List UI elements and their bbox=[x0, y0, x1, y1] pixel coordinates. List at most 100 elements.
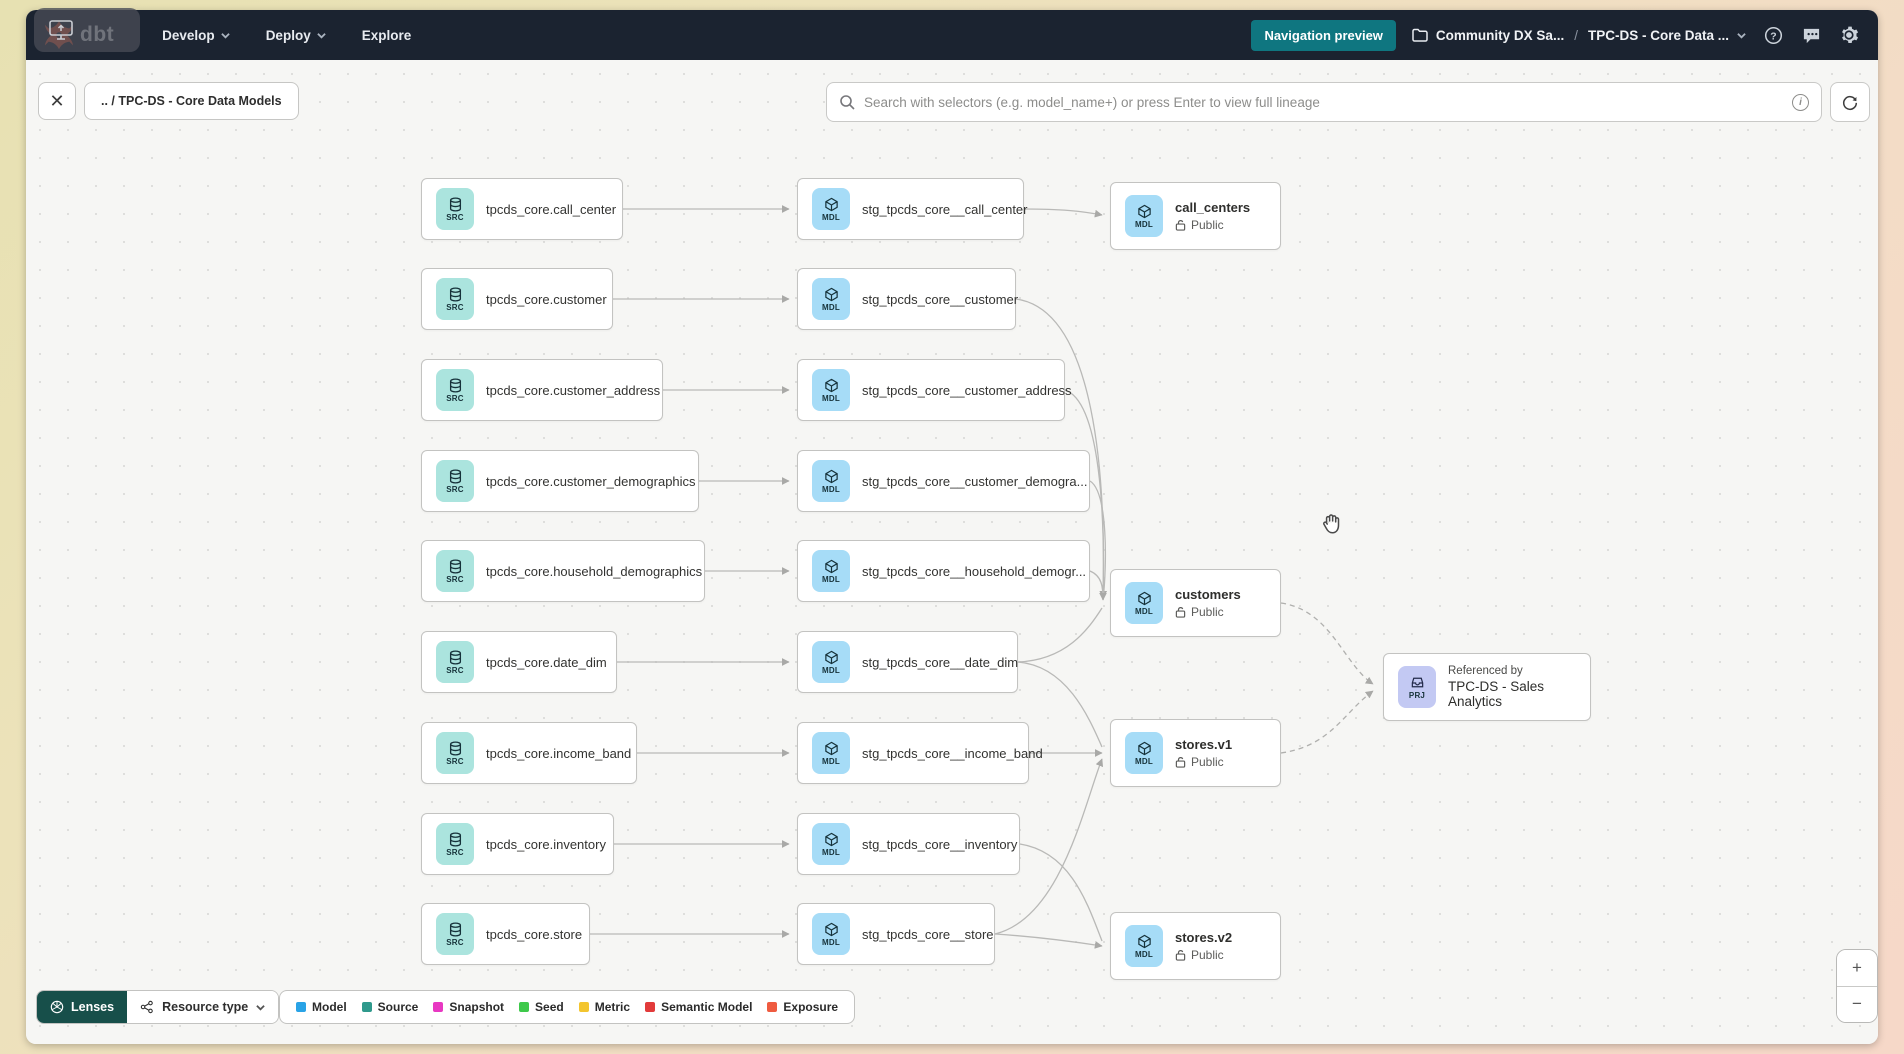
divider bbox=[1837, 985, 1877, 987]
lineage-search[interactable]: i bbox=[826, 82, 1822, 122]
node-label: tpcds_core.call_center bbox=[486, 201, 617, 217]
app-window: dbt Develop Deploy Explore Navigation pr… bbox=[26, 10, 1878, 1044]
nav-explore[interactable]: Explore bbox=[361, 27, 412, 43]
zoom-out-button[interactable]: − bbox=[1837, 986, 1877, 1022]
model-node-stg-customer-demographics[interactable]: MDL stg_tpcds_core__customer_demogra... bbox=[797, 450, 1090, 512]
chevron-down-icon[interactable] bbox=[1737, 31, 1746, 40]
node-label: tpcds_core.customer_address bbox=[486, 382, 661, 398]
lenses-button[interactable]: Lenses bbox=[37, 991, 128, 1023]
legend-item-exposure: Exposure bbox=[767, 1000, 838, 1014]
settings-gear-icon[interactable] bbox=[1838, 24, 1860, 46]
public-lock-icon bbox=[1175, 757, 1186, 768]
source-node-customer[interactable]: SRC tpcds_core.customer bbox=[421, 268, 613, 330]
source-node-household-demographics[interactable]: SRC tpcds_core.household_demographics bbox=[421, 540, 705, 602]
node-label: tpcds_core.customer_demographics bbox=[486, 473, 696, 489]
model-icon: MDL bbox=[1125, 732, 1163, 774]
node-label: stg_tpcds_core__customer bbox=[862, 291, 1019, 307]
model-icon: MDL bbox=[1125, 925, 1163, 967]
model-node-stg-income-band[interactable]: MDL stg_tpcds_core__income_band bbox=[797, 722, 1043, 784]
public-model-node-customers[interactable]: MDL customers Public bbox=[1110, 569, 1281, 637]
model-node-stg-customer[interactable]: MDL stg_tpcds_core__customer bbox=[797, 268, 1019, 330]
nav-deploy[interactable]: Deploy bbox=[252, 20, 340, 51]
source-icon: SRC bbox=[436, 550, 474, 592]
legend-item-model: Model bbox=[296, 1000, 347, 1014]
public-lock-icon bbox=[1175, 950, 1186, 961]
node-label: stg_tpcds_core__call_center bbox=[862, 201, 1028, 217]
model-icon: MDL bbox=[812, 188, 850, 230]
source-icon: SRC bbox=[436, 278, 474, 320]
model-node-stg-date-dim[interactable]: MDL stg_tpcds_core__date_dim bbox=[797, 631, 1018, 693]
node-label: tpcds_core.customer bbox=[486, 291, 607, 307]
source-node-customer-address[interactable]: SRC tpcds_core.customer_address bbox=[421, 359, 663, 421]
svg-text:?: ? bbox=[1770, 31, 1776, 42]
model-node-stg-call-center[interactable]: MDL stg_tpcds_core__call_center bbox=[797, 178, 1028, 240]
account-breadcrumb[interactable]: Community DX Sa... / TPC-DS - Core Data … bbox=[1412, 28, 1746, 43]
public-lock-icon bbox=[1175, 220, 1186, 231]
legend-item-snapshot: Snapshot bbox=[433, 1000, 504, 1014]
nav-develop[interactable]: Develop bbox=[148, 20, 244, 51]
source-node-income-band[interactable]: SRC tpcds_core.income_band bbox=[421, 722, 637, 784]
info-icon[interactable]: i bbox=[1792, 93, 1809, 111]
node-label: stg_tpcds_core__inventory bbox=[862, 836, 1018, 852]
screen-share-badge bbox=[34, 8, 140, 52]
model-icon: MDL bbox=[812, 823, 850, 865]
node-label: call_centers bbox=[1175, 200, 1251, 215]
model-node-stg-household-demographics[interactable]: MDL stg_tpcds_core__household_demogr... bbox=[797, 540, 1090, 602]
node-label: stg_tpcds_core__customer_demogra... bbox=[862, 473, 1088, 489]
model-icon: MDL bbox=[1125, 582, 1163, 624]
resource-type-dropdown[interactable]: Resource type bbox=[127, 991, 279, 1023]
node-label: stg_tpcds_core__customer_address bbox=[862, 382, 1072, 398]
node-label: tpcds_core.household_demographics bbox=[486, 563, 703, 579]
lineage-canvas[interactable]: ✕ .. / TPC-DS - Core Data Models i SRC t… bbox=[26, 60, 1878, 1044]
access-badge: Public bbox=[1175, 948, 1232, 962]
legend-item-source: Source bbox=[361, 1000, 418, 1014]
source-icon: SRC bbox=[436, 188, 474, 230]
source-node-call-center[interactable]: SRC tpcds_core.call_center bbox=[421, 178, 623, 240]
folder-icon bbox=[1412, 28, 1428, 42]
navigation-preview-button[interactable]: Navigation preview bbox=[1251, 19, 1396, 51]
source-icon: SRC bbox=[436, 823, 474, 865]
refresh-icon bbox=[1842, 95, 1858, 111]
node-label: customers bbox=[1175, 587, 1241, 602]
model-icon: MDL bbox=[812, 732, 850, 774]
public-model-node-call-centers[interactable]: MDL call_centers Public bbox=[1110, 182, 1281, 250]
search-input[interactable] bbox=[864, 94, 1783, 110]
project-node-sales-analytics[interactable]: PRJ Referenced by TPC-DS - Sales Analyti… bbox=[1383, 653, 1591, 721]
model-icon: MDL bbox=[812, 460, 850, 502]
refresh-lineage-button[interactable] bbox=[1830, 82, 1870, 122]
node-label: tpcds_core.inventory bbox=[486, 836, 606, 852]
lens-aperture-icon bbox=[50, 1000, 64, 1014]
resource-type-icon bbox=[140, 1000, 153, 1014]
model-icon: MDL bbox=[1125, 195, 1163, 237]
project-name[interactable]: TPC-DS - Core Data ... bbox=[1587, 27, 1729, 43]
chevron-down-icon bbox=[256, 1004, 265, 1011]
lenses-control: Lenses Resource type bbox=[36, 990, 280, 1024]
resource-type-legend: Model Source Snapshot Seed Metric Semant… bbox=[279, 990, 856, 1024]
source-icon: SRC bbox=[436, 369, 474, 411]
node-label: stg_tpcds_core__household_demogr... bbox=[862, 563, 1087, 579]
public-model-node-stores-v1[interactable]: MDL stores.v1 Public bbox=[1110, 719, 1281, 787]
breadcrumb-separator: / bbox=[1574, 27, 1578, 43]
account-name[interactable]: Community DX Sa... bbox=[1435, 27, 1565, 43]
model-node-stg-inventory[interactable]: MDL stg_tpcds_core__inventory bbox=[797, 813, 1020, 875]
model-node-stg-customer-address[interactable]: MDL stg_tpcds_core__customer_address bbox=[797, 359, 1072, 421]
node-label: stg_tpcds_core__store bbox=[862, 926, 994, 942]
source-node-inventory[interactable]: SRC tpcds_core.inventory bbox=[421, 813, 614, 875]
help-icon[interactable]: ? bbox=[1762, 24, 1784, 46]
source-node-store[interactable]: SRC tpcds_core.store bbox=[421, 903, 590, 965]
source-node-date-dim[interactable]: SRC tpcds_core.date_dim bbox=[421, 631, 617, 693]
feedback-icon[interactable] bbox=[1800, 24, 1822, 46]
node-label: tpcds_core.date_dim bbox=[486, 654, 607, 670]
model-icon: MDL bbox=[812, 278, 850, 320]
source-node-customer-demographics[interactable]: SRC tpcds_core.customer_demographics bbox=[421, 450, 699, 512]
model-node-stg-store[interactable]: MDL stg_tpcds_core__store bbox=[797, 903, 995, 965]
zoom-in-button[interactable]: + bbox=[1837, 950, 1877, 986]
lineage-breadcrumb[interactable]: .. / TPC-DS - Core Data Models bbox=[84, 82, 299, 120]
public-model-node-stores-v2[interactable]: MDL stores.v2 Public bbox=[1110, 912, 1281, 980]
referenced-by-label: Referenced by bbox=[1448, 665, 1523, 677]
node-label: stg_tpcds_core__income_band bbox=[862, 745, 1043, 761]
node-label: TPC-DS - Sales Analytics bbox=[1448, 679, 1545, 709]
legend-item-metric: Metric bbox=[578, 1000, 630, 1014]
node-label: tpcds_core.income_band bbox=[486, 745, 632, 761]
close-lineage-button[interactable]: ✕ bbox=[38, 82, 76, 120]
